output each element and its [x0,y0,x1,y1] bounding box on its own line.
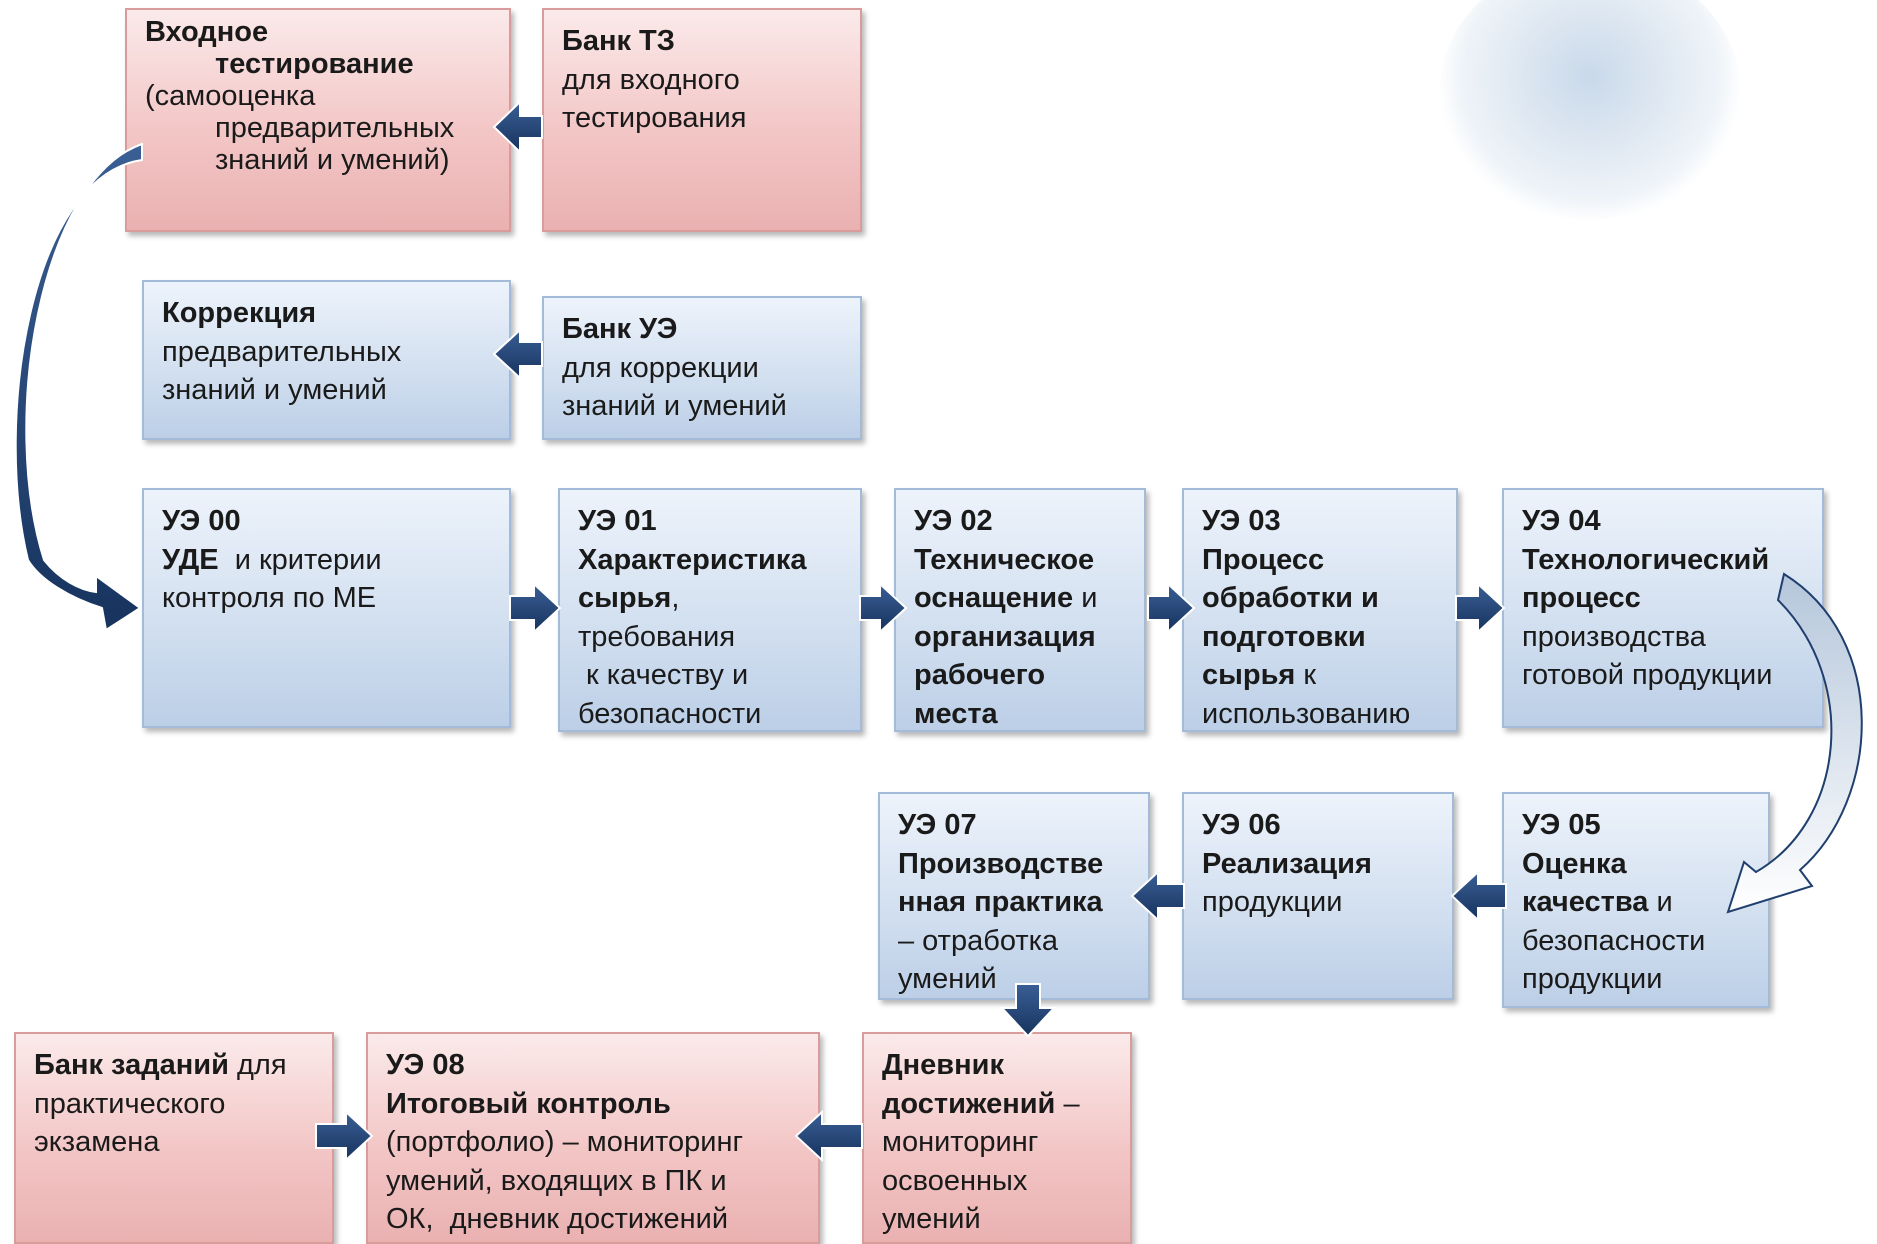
bank-ue-title: Банк УЭ [562,313,678,345]
cloud-decoration [1440,0,1740,220]
ue00-text1: и критерии [218,543,382,576]
diary-line3: мониторинг [882,1126,1039,1158]
ue03-text4: к [1295,659,1317,691]
ue01-line5: к качеству и [578,659,749,691]
ue04-title: УЭ 04 [1522,505,1601,537]
diary-box: Дневник достижений – мониторинг освоенны… [862,1032,1132,1244]
ue06-line3: продукции [1202,886,1343,918]
ue00-line3: контроля по МЕ [162,582,377,614]
ue02-bold5: места [914,697,998,730]
bank-tasks-line2: практического [34,1087,226,1120]
ue01-title: УЭ 01 [578,505,657,537]
ue08-title: УЭ 08 [386,1049,465,1081]
ue01-bold2: сырья [578,582,672,614]
diary-line4: освоенных [882,1164,1028,1197]
ue03-bold3: подготовки [1202,620,1366,653]
bank-ue-box: Банк УЭ для коррекции знаний и умений [542,296,862,440]
diary-text2: – [1055,1087,1080,1120]
arrow-right-ue00 [509,581,562,635]
ue05-bold1: Оценка [1522,847,1627,880]
ue03-line6: использованию [1202,697,1411,730]
ue03-box: УЭ 03 Процесс обработки и подготовки сыр… [1182,488,1458,732]
bank-ue-line3: знаний и умений [562,390,787,422]
ue05-line4: безопасности [1522,924,1706,957]
ue08-line4: умений, входящих в ПК и [386,1164,727,1197]
ue05-text2: и [1648,886,1673,918]
ue03-bold1: Процесс [1202,543,1325,576]
ue00-title: УЭ 00 [162,505,241,537]
ue01-line4: требования [578,620,736,653]
correction-box: Коррекция предварительных знаний и умени… [142,280,511,440]
ue05-title: УЭ 05 [1522,809,1601,841]
ue07-bold2: нная практика [898,886,1103,918]
correction-line3: знаний и умений [162,374,387,406]
ue05-box: УЭ 05 Оценка качества и безопасности про… [1502,792,1770,1008]
ue08-bold1: Итоговый контроль [386,1087,671,1120]
entry-test-line2: тестирование [215,48,414,80]
ue04-line5: готовой продукции [1522,659,1773,691]
entry-test-box: Входное тестирование (самооценка предвар… [125,8,511,232]
ue06-box: УЭ 06 Реализация продукции [1182,792,1454,1000]
ue05-bold2: качества [1522,886,1649,918]
ue00-box: УЭ 00 УДЕ и критерии контроля по МЕ [142,488,511,728]
arrow-right-ue03 [1455,581,1506,635]
ue04-box: УЭ 04 Технологический процесс производст… [1502,488,1824,728]
ue02-text2: и [1073,582,1098,614]
ue01-bold1: Характеристика [578,543,807,576]
bank-tasks-line3: экзамена [34,1126,160,1158]
ue08-line3: (портфолио) – мониторинг [386,1126,744,1158]
ue03-bold4: сырья [1202,659,1296,691]
ue07-title: УЭ 07 [898,809,977,841]
ue04-line4: производства [1522,620,1706,653]
bank-tasks-bold1: Банк заданий [34,1049,229,1081]
ue07-box: УЭ 07 Производстве нная практика – отраб… [878,792,1150,1000]
ue01-text2: , [671,582,680,614]
ue08-box: УЭ 08 Итоговый контроль (портфолио) – мо… [366,1032,820,1244]
entry-test-line3: (самооценка [145,80,316,112]
ue02-title: УЭ 02 [914,505,993,537]
bank-tz-box: Банк ТЗ для входного тестирования [542,8,862,232]
entry-test-line4: предварительных [215,112,455,144]
ue08-line5: ОК, дневник достижений [386,1203,729,1235]
bank-tz-line2: для входного [562,63,740,96]
ue06-title: УЭ 06 [1202,809,1281,841]
bank-tasks-text1: для [228,1049,287,1081]
curved-arrow-entry-to-ue00 [14,142,143,632]
ue02-bold3: организация [914,620,1096,653]
diary-bold2: достижений [882,1087,1056,1120]
ue07-line4: – отработка [898,924,1059,957]
ue01-box: УЭ 01 Характеристика сырья, требования к… [558,488,862,732]
ue06-bold1: Реализация [1202,847,1372,880]
entry-test-line5: знаний и умений) [215,144,450,176]
correction-title: Коррекция [162,297,317,329]
ue03-title: УЭ 03 [1202,505,1281,537]
arrow-left-ue05 [1450,869,1507,923]
bank-ue-line2: для коррекции [562,351,759,384]
ue02-box: УЭ 02 Техническое оснащение и организаци… [894,488,1146,732]
ue07-bold1: Производстве [898,847,1104,880]
ue03-bold2: обработки и [1202,582,1379,614]
ue04-bold1: Технологический [1522,543,1770,576]
ue02-bold2: оснащение [914,582,1074,614]
ue07-line5: умений [898,963,997,995]
ue01-line6: безопасности [578,697,762,730]
diary-line5: умений [882,1203,981,1235]
ue04-bold2: процесс [1522,582,1641,614]
ue00-bold1: УДЕ [162,543,219,576]
diary-bold1: Дневник [882,1049,1004,1081]
bank-tz-line3: тестирования [562,102,747,134]
ue02-bold4: рабочего [914,659,1046,691]
correction-line2: предварительных [162,335,402,368]
ue05-line5: продукции [1522,963,1663,995]
bank-tasks-box: Банк заданий для практического экзамена [14,1032,334,1244]
ue02-bold1: Техническое [914,543,1095,576]
entry-test-line1: Входное [145,16,269,48]
bank-tz-title: Банк ТЗ [562,25,675,57]
